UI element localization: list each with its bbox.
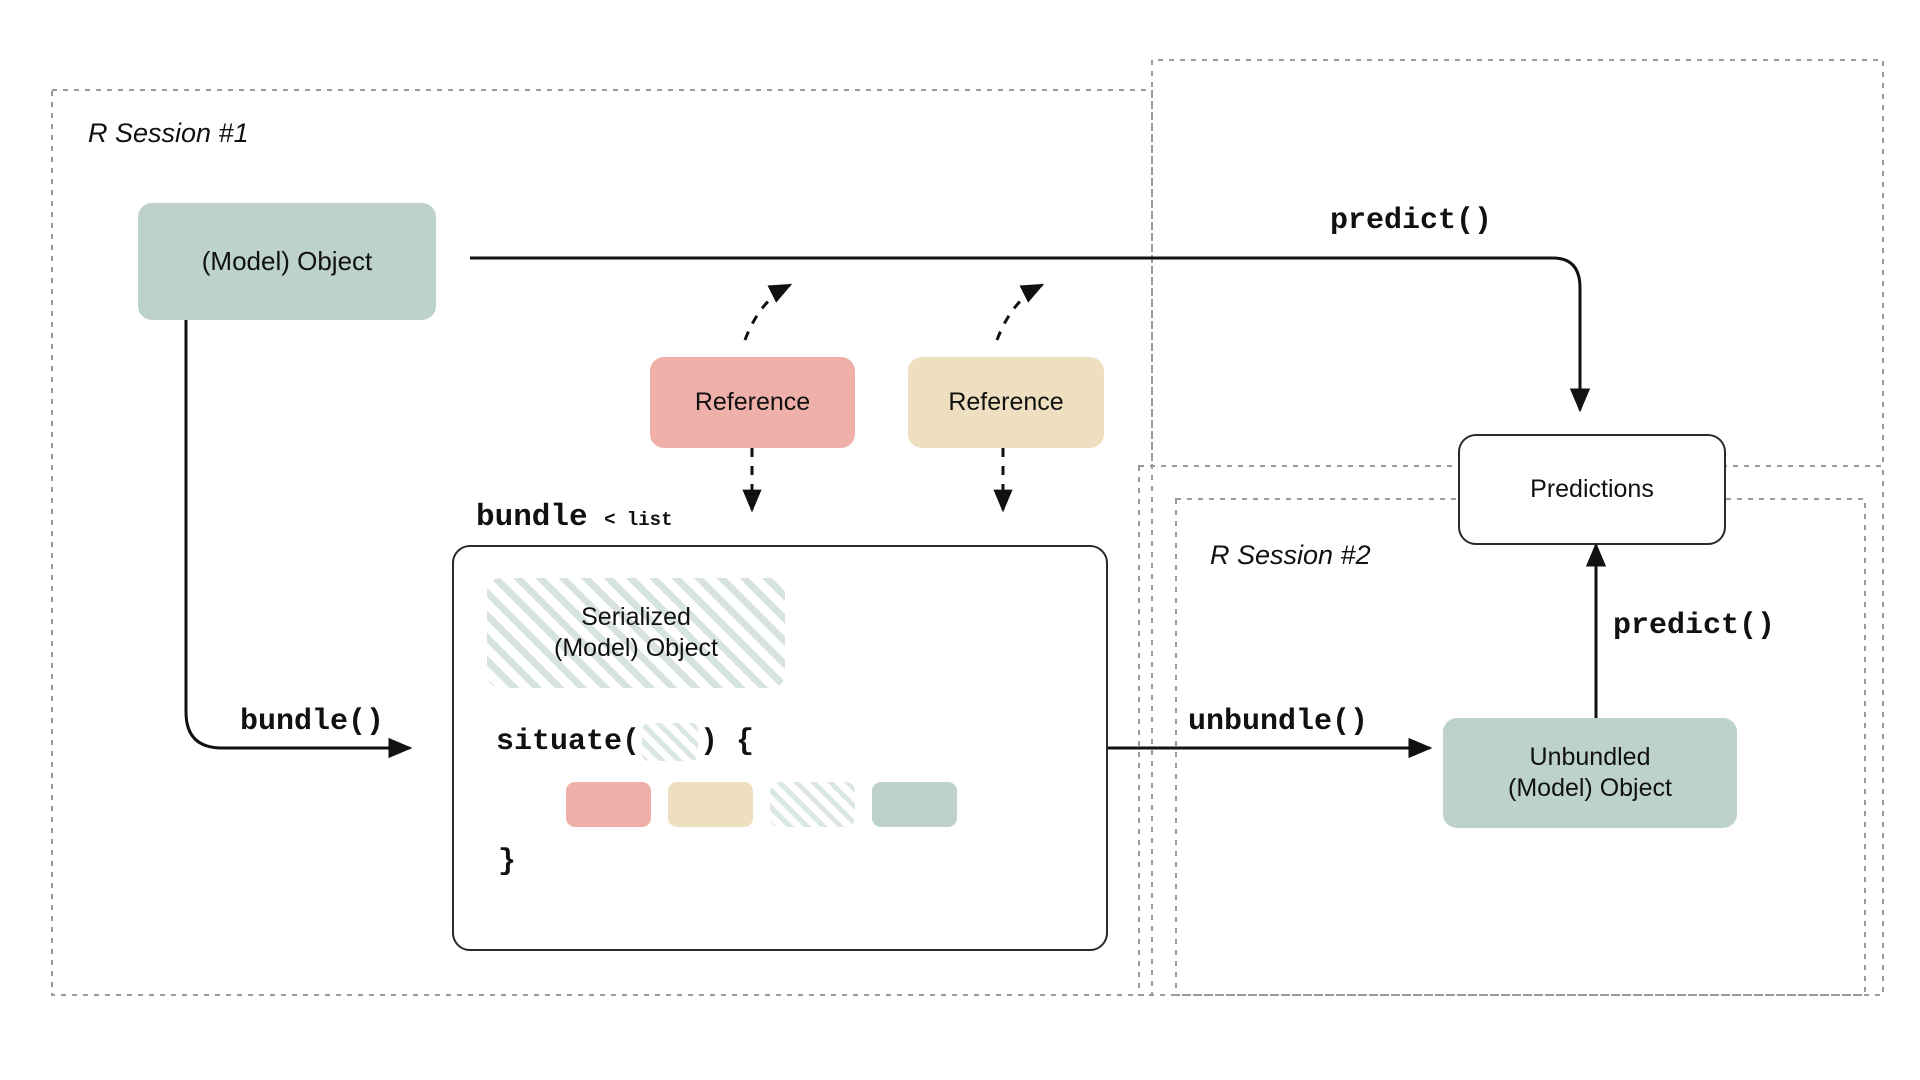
bundle-type-main: bundle (476, 500, 588, 535)
edge-label-bundle: bundle() (240, 705, 385, 739)
bundle-type-suffix: < list (604, 509, 673, 531)
session-1-extension-boundary (1138, 465, 1884, 996)
situate-open-token: situate( (496, 725, 641, 759)
node-reference-1[interactable]: Reference (650, 357, 855, 448)
node-reference-2[interactable]: Reference (908, 357, 1104, 448)
node-model-object[interactable]: (Model) Object (138, 203, 436, 320)
chip-serialized-striped[interactable] (770, 782, 855, 827)
node-unbundled-object[interactable]: Unbundled (Model) Object (1443, 718, 1737, 828)
bundle-type-label: bundle < list (476, 500, 673, 535)
session-1-title: R Session #1 (88, 118, 249, 148)
situate-closing-brace: } (498, 845, 517, 879)
node-unbundled-object-line2: (Model) Object (1508, 774, 1672, 802)
edge-reference-1-curve (743, 283, 793, 341)
edge-label-predict-session2: predict() (1613, 609, 1776, 643)
node-predictions[interactable]: Predictions (1458, 434, 1726, 545)
chip-reference-pink[interactable] (566, 782, 651, 827)
node-reference-2-label: Reference (948, 387, 1064, 416)
situate-signature: situate( ) { (496, 723, 754, 761)
session-2-title: R Session #2 (1210, 540, 1371, 570)
chip-reference-tan[interactable] (668, 782, 753, 827)
node-serialized-object-line2: (Model) Object (554, 634, 718, 662)
edge-label-unbundle: unbundle() (1188, 705, 1369, 739)
situate-arg-chip (642, 723, 699, 761)
node-serialized-object[interactable]: Serialized (Model) Object (487, 578, 785, 688)
session-1-boundary (51, 89, 1153, 996)
node-predictions-label: Predictions (1530, 474, 1654, 503)
edge-label-predict-session1: predict() (1330, 204, 1493, 238)
edge-reference-2-curve (995, 283, 1045, 341)
edge-predict-session1-path (470, 256, 1591, 413)
chip-model-green[interactable] (872, 782, 957, 827)
node-unbundled-object-line1: Unbundled (1529, 742, 1651, 771)
edge-bundle-path (184, 320, 413, 759)
situate-close-token: ) { (700, 725, 755, 759)
session-1-right-extension (1139, 59, 1884, 467)
node-reference-1-label: Reference (694, 387, 811, 416)
node-serialized-object-line1: Serialized (581, 602, 691, 631)
node-model-object-label: (Model) Object (201, 246, 373, 277)
